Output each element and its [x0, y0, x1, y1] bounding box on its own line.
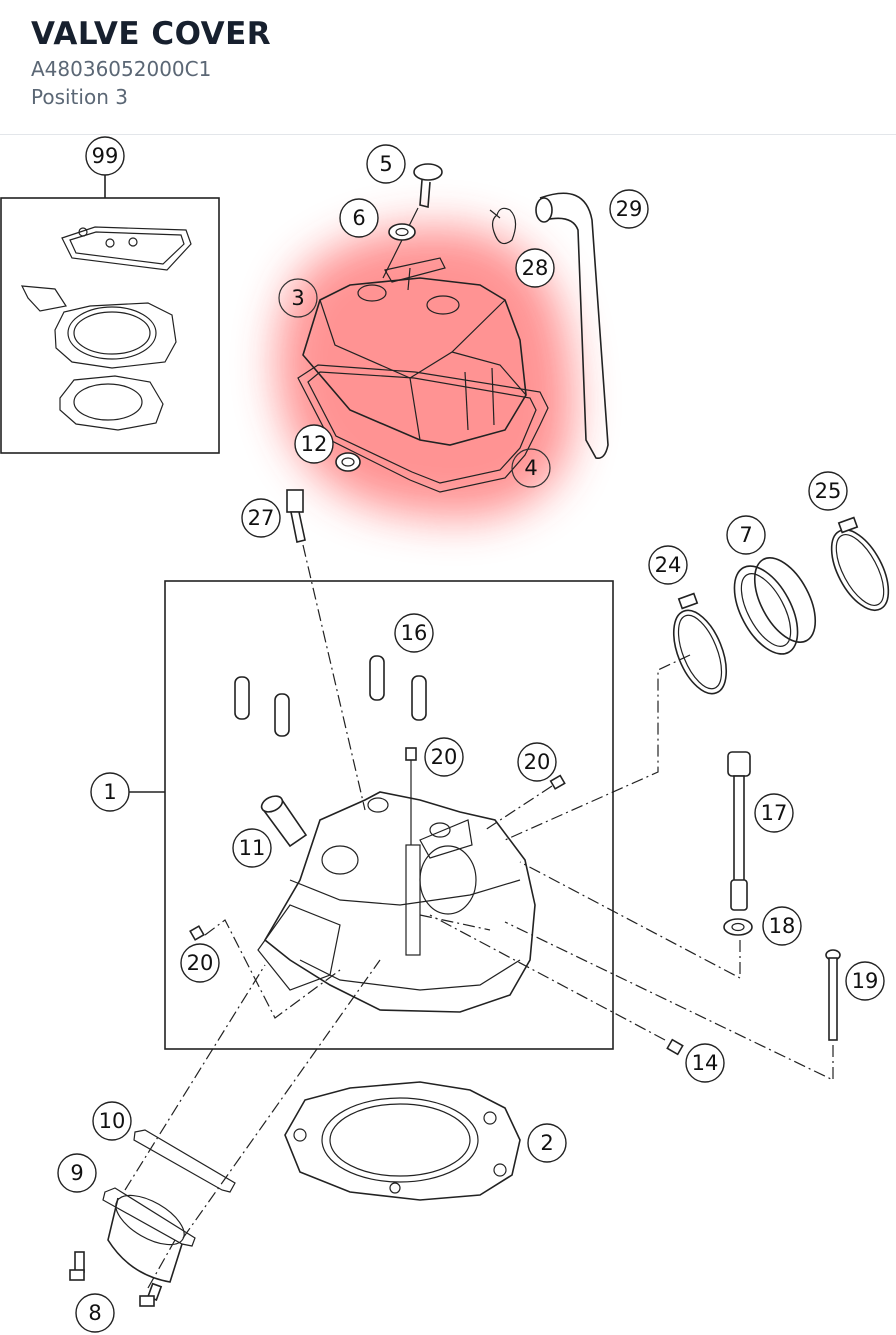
breather-hose-part[interactable] [535, 192, 609, 460]
svg-text:6: 6 [352, 206, 365, 230]
svg-text:24: 24 [655, 553, 682, 577]
callout-4[interactable]: 4 [511, 448, 551, 488]
svg-text:14: 14 [692, 1051, 719, 1075]
svg-text:20: 20 [524, 750, 551, 774]
washer-18-part[interactable] [519, 861, 753, 979]
plug-screw-20b-part[interactable] [484, 774, 566, 831]
bushing-part[interactable] [259, 793, 308, 848]
callout-14[interactable]: 14 [685, 1043, 725, 1083]
svg-text:1: 1 [103, 780, 116, 804]
svg-text:12: 12 [301, 432, 328, 456]
svg-text:17: 17 [761, 801, 788, 825]
callout-25[interactable]: 25 [808, 471, 848, 511]
position-label: Position 3 [31, 85, 128, 109]
callout-18[interactable]: 18 [762, 906, 802, 946]
plug-part[interactable] [335, 452, 361, 472]
svg-text:18: 18 [769, 914, 796, 938]
svg-text:16: 16 [401, 621, 428, 645]
svg-text:7: 7 [739, 523, 752, 547]
callout-99[interactable]: 99 [85, 136, 125, 176]
callout-7[interactable]: 7 [726, 515, 766, 555]
plug-screw-20a-part[interactable] [405, 747, 417, 845]
callout-20-left[interactable]: 20 [180, 943, 220, 983]
callout-19[interactable]: 19 [845, 961, 885, 1001]
callout-24[interactable]: 24 [648, 545, 688, 585]
svg-text:25: 25 [815, 479, 842, 503]
callout-9[interactable]: 9 [57, 1153, 97, 1193]
svg-text:20: 20 [187, 951, 214, 975]
plug-14-part[interactable] [429, 914, 684, 1056]
callout-5[interactable]: 5 [366, 144, 406, 184]
clamp-24-part[interactable] [663, 592, 737, 701]
part-code: A48036052000C1 [31, 57, 212, 81]
callout-11[interactable]: 11 [232, 828, 272, 868]
cylinder-head-bolt-part[interactable] [727, 751, 751, 911]
temperature-sensor-part[interactable] [286, 489, 366, 811]
cylinder-head-part[interactable] [257, 791, 536, 1013]
callout-29[interactable]: 29 [609, 189, 649, 229]
callout-20-top[interactable]: 20 [424, 737, 464, 777]
callout-17[interactable]: 17 [754, 793, 794, 833]
svg-text:19: 19 [852, 969, 879, 993]
svg-text:29: 29 [616, 197, 643, 221]
page-title: VALVE COVER [31, 16, 272, 52]
svg-text:9: 9 [70, 1161, 83, 1185]
callout-6[interactable]: 6 [339, 198, 379, 238]
svg-text:27: 27 [248, 506, 275, 530]
washer-part[interactable] [388, 223, 416, 241]
svg-text:4: 4 [524, 456, 537, 480]
flange-screws-part[interactable] [69, 1251, 163, 1307]
callout-12[interactable]: 12 [294, 424, 334, 464]
plug-screw-20c-part[interactable] [189, 919, 341, 1019]
cylinder-head-group-box [164, 580, 614, 1050]
intake-gasket-part[interactable] [133, 1129, 236, 1193]
svg-text:10: 10 [99, 1109, 126, 1133]
callout-27[interactable]: 27 [241, 498, 281, 538]
cylinder-head-gasket-part[interactable] [284, 1081, 521, 1201]
callout-8[interactable]: 8 [75, 1293, 115, 1333]
callout-1[interactable]: 1 [90, 772, 130, 812]
svg-text:2: 2 [540, 1131, 553, 1155]
callout-10[interactable]: 10 [92, 1101, 132, 1141]
svg-text:3: 3 [291, 286, 304, 310]
clamp-25-part[interactable] [820, 516, 896, 620]
valve-guides-part[interactable] [234, 655, 427, 737]
svg-text:5: 5 [379, 152, 392, 176]
svg-text:99: 99 [92, 144, 119, 168]
callout-16[interactable]: 16 [394, 613, 434, 653]
hose-clamp-part[interactable] [489, 207, 517, 245]
svg-text:8: 8 [88, 1301, 101, 1325]
valve-cover-part[interactable] [297, 257, 549, 493]
intake-flange-part[interactable] [102, 1185, 196, 1283]
svg-text:11: 11 [239, 836, 266, 860]
callout-20-right[interactable]: 20 [517, 742, 557, 782]
svg-text:20: 20 [431, 745, 458, 769]
screw-part[interactable] [382, 163, 443, 279]
gasket-kit-group[interactable] [0, 173, 220, 454]
callout-3[interactable]: 3 [278, 278, 318, 318]
callout-28[interactable]: 28 [515, 248, 555, 288]
header: VALVE COVER A48036052000C1 Position 3 [0, 0, 896, 135]
intake-rubber-part[interactable] [721, 548, 827, 664]
svg-text:28: 28 [522, 256, 549, 280]
screw-19-part[interactable] [504, 921, 841, 1081]
highlight-glow [277, 226, 574, 518]
callout-2[interactable]: 2 [527, 1123, 567, 1163]
